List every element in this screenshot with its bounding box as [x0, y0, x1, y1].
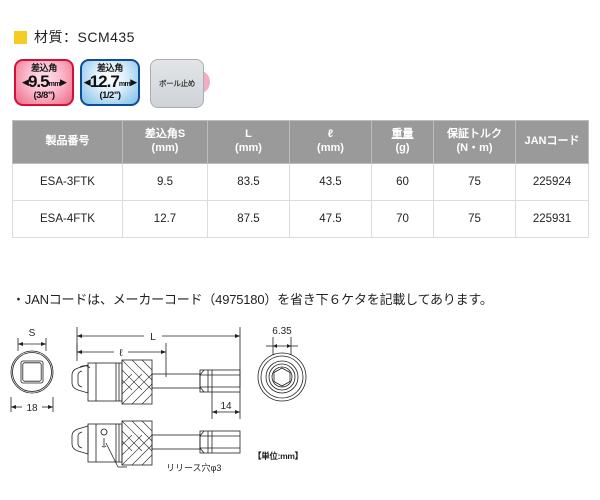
- badge-value: 12.7: [89, 72, 120, 92]
- badge-row: 差込角 ◀ 9.5 mm ▶ (3/8") 差込角 ◀ 12.7 mm ▶ (1…: [14, 59, 210, 108]
- dim-14: [211, 392, 241, 419]
- dim-label-l: ℓ: [119, 348, 123, 359]
- dim-label-L: L: [150, 332, 156, 343]
- unit-note: 【単位:mm】: [253, 451, 303, 461]
- cell-drive-size: 12.7: [122, 199, 208, 238]
- yellow-square-icon: [14, 30, 27, 44]
- material-line: 材質：SCM435: [14, 27, 135, 47]
- technical-drawing: S 18 L ℓ 14 6.35 リリース穴φ3 【単位:mm】: [0, 315, 600, 500]
- hex-end-view: [257, 337, 307, 402]
- arrow-right-icon: ▶: [60, 77, 67, 88]
- badge-title: 差込角: [30, 63, 58, 74]
- col-header-drive-size: 差込角S (mm): [122, 120, 208, 164]
- badge-square-drive-9-5: 差込角 ◀ 9.5 mm ▶ (3/8"): [14, 59, 74, 106]
- cell-weight: 60: [371, 162, 434, 201]
- dim-label-14: 14: [220, 401, 232, 412]
- dim-label-S: S: [29, 328, 36, 339]
- arrow-left-icon: ◀: [83, 77, 91, 88]
- dim-label-18: 18: [26, 403, 38, 414]
- ball-stop-label: ボール止め: [150, 59, 204, 108]
- table-row: ESA-3FTK 9.5 83.5 43.5 60 75 225924: [12, 162, 589, 201]
- arrow-right-icon: ▶: [130, 77, 137, 88]
- drawing-svg: S 18 L ℓ 14 6.35 リリース穴φ3: [10, 326, 307, 473]
- cell-l: 47.5: [289, 199, 372, 238]
- dim-L: [76, 327, 241, 387]
- cell-jan-code: 225924: [515, 162, 589, 201]
- badge-ball-stop: ボール止め: [150, 59, 210, 108]
- col-header-L: L (mm): [207, 120, 290, 164]
- col-header-product-no: 製品番号: [12, 120, 123, 164]
- badge-value-group: ◀ 9.5 mm ▶: [22, 72, 67, 92]
- cell-weight: 70: [371, 199, 434, 238]
- badge-value: 9.5: [27, 72, 50, 92]
- drawing-labels: S 18 L ℓ 14 6.35 リリース穴φ3: [26, 326, 292, 473]
- arrow-left-icon: ◀: [22, 77, 29, 88]
- cell-product-no: ESA-4FTK: [12, 199, 123, 238]
- col-header-jan-code: JANコード: [515, 120, 589, 164]
- badge-title: 差込角: [96, 63, 124, 74]
- cell-product-no: ESA-3FTK: [12, 162, 123, 201]
- spec-table: 製品番号 差込角S (mm) L (mm) ℓ (mm) 重量 (g): [12, 120, 589, 238]
- badge-value-group: ◀ 12.7 mm ▶: [83, 72, 137, 92]
- tool-side-view-lower: [71, 420, 241, 468]
- cell-torque: 75: [433, 199, 516, 238]
- release-hole-callout: リリース穴φ3: [166, 462, 221, 473]
- col-header-l: ℓ (mm): [289, 120, 372, 164]
- cell-L: 83.5: [207, 162, 290, 201]
- jan-code-note: ・JANコードは、メーカーコード（4975180）を省き下６ケタを記載してありま…: [12, 292, 493, 307]
- badge-unit: mm: [48, 81, 61, 89]
- col-header-weight: 重量 (g): [371, 120, 434, 164]
- badge-unit: mm: [118, 81, 131, 89]
- cell-jan-code: 225931: [515, 199, 589, 238]
- table-header-row: 製品番号 差込角S (mm) L (mm) ℓ (mm) 重量 (g): [12, 120, 589, 164]
- socket-end-view: [10, 338, 54, 412]
- cell-torque: 75: [433, 162, 516, 201]
- dim-label-6-35: 6.35: [272, 326, 292, 337]
- col-header-torque: 保証トルク (N・m): [433, 120, 516, 164]
- tool-side-view-upper: [71, 359, 241, 405]
- badge-square-drive-12-7: 差込角 ◀ 12.7 mm ▶ (1/2"): [80, 59, 140, 106]
- cell-L: 87.5: [207, 199, 290, 238]
- badge-imperial: (1/2"): [99, 90, 121, 102]
- badge-imperial: (3/8"): [33, 90, 55, 102]
- cell-drive-size: 9.5: [122, 162, 208, 201]
- dim-l: [76, 343, 167, 377]
- material-label: 材質：SCM435: [34, 29, 135, 45]
- table-row: ESA-4FTK 12.7 87.5 47.5 70 75 225931: [12, 199, 589, 238]
- cell-l: 43.5: [289, 162, 372, 201]
